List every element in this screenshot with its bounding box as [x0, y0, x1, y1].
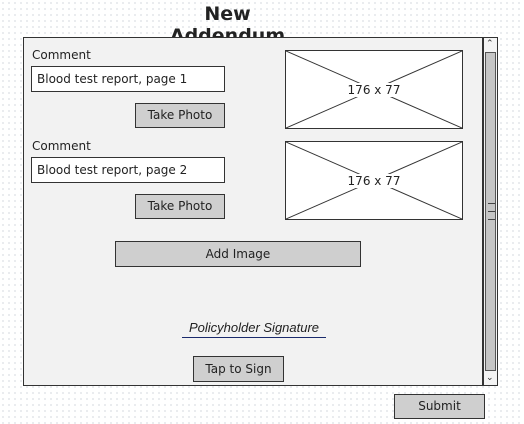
- grip-icon: [488, 219, 495, 220]
- scrollbar[interactable]: ⌃ ⌄: [483, 37, 498, 386]
- scrollbar-thumb[interactable]: [485, 52, 496, 371]
- grip-icon: [488, 203, 495, 204]
- image-placeholder-2: 176 x 77: [285, 141, 463, 220]
- scroll-up-icon[interactable]: ⌃: [486, 39, 494, 49]
- grip-icon: [488, 211, 495, 212]
- comment-field-1[interactable]: Blood test report, page 1: [31, 66, 225, 92]
- signature-line[interactable]: [182, 337, 326, 338]
- tap-to-sign-button[interactable]: Tap to Sign: [193, 356, 284, 382]
- comment-label-1: Comment: [32, 48, 91, 62]
- scroll-down-icon[interactable]: ⌄: [486, 373, 494, 383]
- take-photo-button-1[interactable]: Take Photo: [135, 103, 225, 128]
- take-photo-button-2[interactable]: Take Photo: [135, 194, 225, 219]
- image-placeholder-1: 176 x 77: [285, 50, 463, 129]
- comment-field-2[interactable]: Blood test report, page 2: [31, 157, 225, 183]
- image-placeholder-size: 176 x 77: [345, 173, 403, 188]
- comment-label-2: Comment: [32, 139, 91, 153]
- submit-button[interactable]: Submit: [394, 394, 485, 419]
- signature-label: Policyholder Signature: [188, 320, 320, 335]
- image-placeholder-size: 176 x 77: [345, 82, 403, 97]
- add-image-button[interactable]: Add Image: [115, 241, 361, 267]
